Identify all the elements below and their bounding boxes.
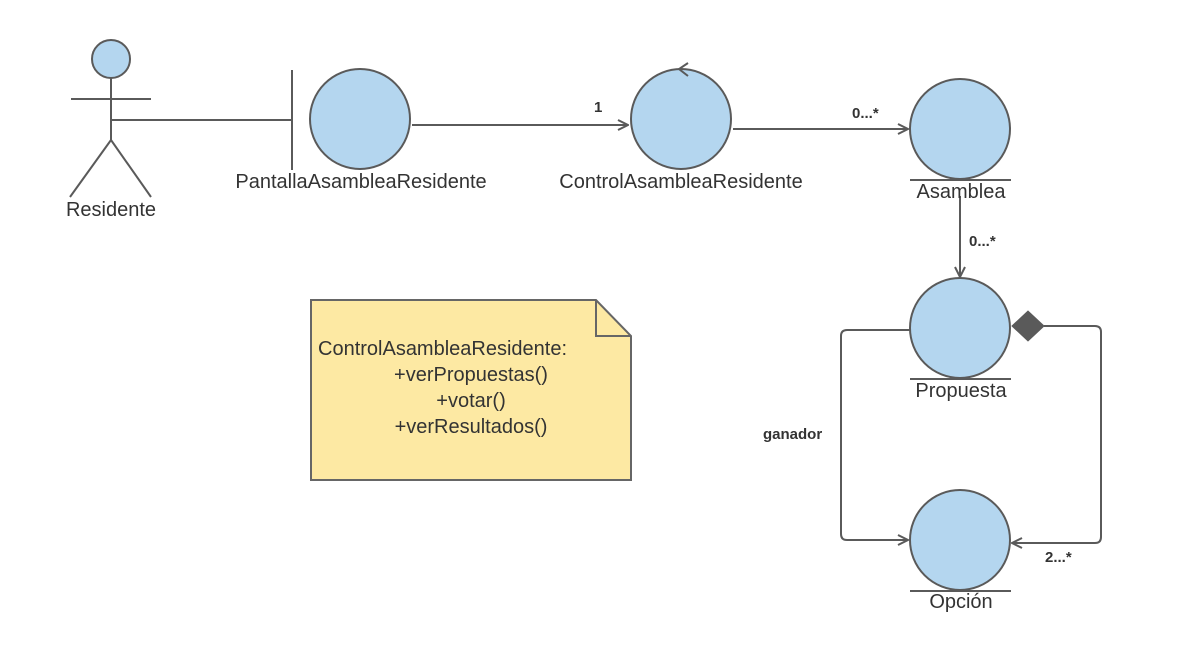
actor-right-leg <box>110 139 152 198</box>
entity-asamblea-label: Asamblea <box>917 181 1007 203</box>
multiplicity-label: 0...* <box>969 233 996 250</box>
composition-association-arrow[interactable] <box>1012 325 1102 543</box>
connectors <box>112 119 1102 543</box>
entity-circle <box>909 489 1011 591</box>
entity-circle <box>909 277 1011 379</box>
control-circle <box>630 68 732 170</box>
role-label: ganador <box>763 426 822 443</box>
entity-circle <box>909 78 1011 180</box>
boundary-circle <box>309 68 411 170</box>
composition-diamond-icon <box>1011 310 1045 342</box>
actor-left-leg <box>69 139 112 198</box>
actor-head <box>91 39 131 79</box>
control-arrow-icon <box>677 62 689 77</box>
entity-opcion[interactable] <box>909 489 1011 592</box>
note-line: +verResultados() <box>395 416 548 438</box>
note-line: +votar() <box>436 390 505 412</box>
control-label: ControlAsambleaResidente <box>559 171 802 193</box>
control-asamblea[interactable] <box>630 62 732 170</box>
actor-label: Residente <box>66 199 156 221</box>
note-body <box>310 299 632 481</box>
note-line: ControlAsambleaResidente: <box>318 338 567 360</box>
actor-residente[interactable] <box>69 39 152 198</box>
multiplicity-label: 1 <box>594 99 602 116</box>
entity-opcion-label: Opción <box>929 591 992 613</box>
multiplicity-label: 2...* <box>1045 549 1072 566</box>
note[interactable]: ControlAsambleaResidente: +verPropuestas… <box>310 299 632 481</box>
entity-asamblea[interactable] <box>909 78 1011 181</box>
entity-propuesta[interactable] <box>909 277 1011 380</box>
boundary-label: PantallaAsambleaResidente <box>235 171 486 193</box>
ganador-association-arrow[interactable] <box>840 329 910 540</box>
multiplicity-label: 0...* <box>852 105 879 122</box>
entity-propuesta-label: Propuesta <box>915 380 1007 402</box>
note-fold <box>595 300 631 337</box>
boundary-pantalla[interactable] <box>291 68 411 170</box>
note-line: +verPropuestas() <box>394 364 548 386</box>
